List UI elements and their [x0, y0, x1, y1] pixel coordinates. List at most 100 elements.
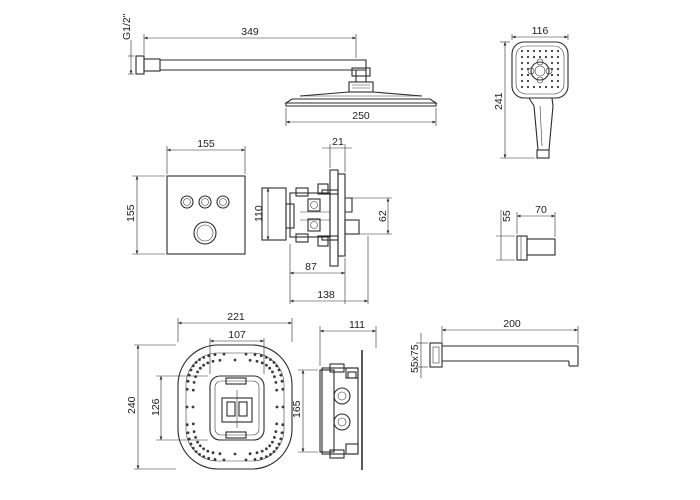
box-ring-dot — [272, 361, 276, 364]
nozzle-dot — [550, 61, 554, 65]
box-ring-dot — [265, 363, 268, 367]
nozzle-dot — [544, 55, 548, 59]
valve-depth-label: 111 — [349, 319, 365, 331]
nozzle-dot — [550, 49, 554, 53]
nozzle-dot — [532, 49, 536, 53]
box-ring-dot — [271, 370, 274, 374]
panel-width-label: 155 — [197, 138, 215, 150]
box-ring-dot — [275, 446, 279, 450]
box-ring-dot — [206, 449, 210, 453]
elbow-55-label: 55 — [501, 210, 513, 222]
nozzle-dot — [544, 85, 548, 89]
spout-section-label: 55x75 — [409, 344, 421, 373]
box-ring-dot — [264, 356, 268, 359]
box-ring-dot — [191, 422, 195, 426]
box-ring-dot — [253, 458, 257, 461]
bath-spout-view: 200 55x75 — [409, 318, 579, 378]
box-ring-dot — [281, 387, 285, 391]
box-inner-height-label: 126 — [150, 398, 162, 416]
box-ring-dot — [191, 405, 195, 409]
box-ring-dot — [186, 379, 190, 383]
nozzle-dot — [520, 49, 524, 53]
nozzle-dot — [520, 79, 524, 83]
box-ring-dot — [265, 447, 268, 451]
box-ring-dot — [196, 440, 200, 444]
box-ring-dot — [211, 451, 215, 455]
box-ring-dot — [218, 358, 222, 362]
box-ring-dot — [207, 456, 211, 460]
hand-width-label: 116 — [532, 25, 549, 37]
box-ring-dot — [185, 423, 189, 427]
nozzle-dot — [556, 55, 560, 59]
box-ring-dot — [191, 388, 195, 392]
spout-length-label: 200 — [503, 318, 521, 330]
nozzle-dot — [556, 61, 560, 65]
box-height-label: 240 — [126, 396, 138, 414]
box-ring-dot — [277, 368, 281, 372]
shower-arm-view: G1/2" 349 250 — [121, 13, 438, 126]
nozzle-dot — [538, 55, 542, 59]
nozzle-dot — [526, 79, 530, 83]
nozzle-dot — [556, 49, 560, 53]
box-ring-dot — [189, 368, 193, 372]
box-ring-dot — [281, 423, 285, 427]
box-ring-dot — [222, 458, 226, 462]
box-ring-dot — [194, 450, 198, 453]
depth-87-label: 87 — [305, 261, 317, 273]
nozzle-dot — [520, 61, 524, 65]
hand-length-label: 241 — [493, 92, 505, 110]
nozzle-dot — [520, 67, 524, 71]
box-ring-dot — [269, 358, 272, 361]
box-ring-dot — [268, 444, 272, 448]
box-ring-dot — [192, 430, 196, 433]
valve-side-view: 21 110 62 87 138 — [253, 136, 392, 304]
box-width-label: 221 — [227, 311, 245, 323]
nozzle-dot — [550, 73, 554, 77]
box-ring-dot — [211, 359, 215, 363]
box-ring-dot — [198, 444, 202, 448]
panel-front-view: 155 155 — [125, 138, 246, 255]
depth-138-label: 138 — [317, 289, 335, 301]
box-ring-dot — [269, 453, 272, 456]
nozzle-dot — [520, 73, 524, 77]
box-ring-dot — [233, 358, 237, 362]
depth-top-label: 21 — [332, 136, 344, 148]
box-ring-dot — [198, 453, 201, 456]
nozzle-dot — [550, 55, 554, 59]
nozzle-dot — [520, 55, 524, 59]
box-ring-dot — [275, 405, 279, 409]
box-ring-dot — [277, 442, 281, 446]
box-ring-dot — [274, 430, 278, 433]
box-ring-dot — [206, 361, 210, 365]
box-ring-dot — [281, 405, 285, 409]
box-ring-dot — [255, 359, 259, 363]
box-ring-dot — [260, 361, 264, 365]
box-ring-dot — [244, 352, 248, 356]
installation-box-plan: 221 107 240 126 — [126, 311, 293, 470]
box-ring-dot — [202, 447, 206, 451]
nozzle-dot — [526, 61, 530, 65]
nozzle-dot — [532, 85, 536, 89]
nozzle-dot — [556, 73, 560, 77]
body-height-label: 110 — [253, 205, 265, 222]
box-ring-dot — [202, 356, 206, 359]
box-ring-dot — [280, 379, 284, 383]
nozzle-dot — [538, 85, 542, 89]
box-ring-dot — [253, 353, 257, 356]
nozzle-dot — [526, 85, 530, 89]
nozzle-dot — [526, 49, 530, 53]
box-ring-dot — [194, 436, 198, 439]
nozzle-dot — [556, 67, 560, 71]
box-ring-dot — [260, 449, 264, 453]
hand-shower-view: 116 241 — [493, 25, 569, 159]
nozzle-dot — [538, 49, 542, 53]
box-ring-dot — [192, 381, 196, 384]
box-ring-dot — [268, 366, 272, 370]
valve-body-side-view: 111 165 — [291, 319, 377, 470]
nozzle-dot — [556, 79, 560, 83]
nozzle-dot — [544, 49, 548, 53]
box-ring-dot — [273, 375, 276, 378]
box-ring-dot — [213, 353, 217, 356]
valve-height-label: 165 — [291, 400, 303, 418]
box-ring-dot — [189, 442, 193, 446]
